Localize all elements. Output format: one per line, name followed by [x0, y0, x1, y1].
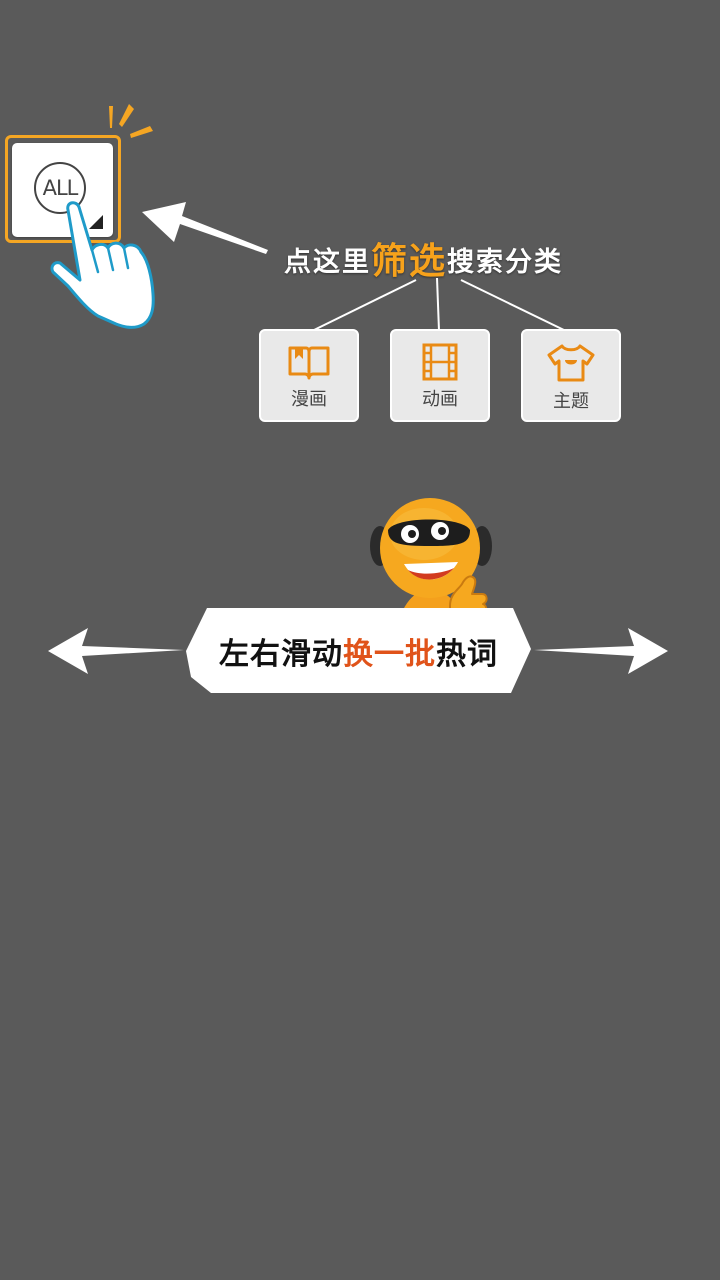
tip-suffix: 搜索分类	[447, 247, 564, 278]
category-label: 动画	[422, 389, 458, 410]
category-card-animation[interactable]: 动画	[390, 329, 490, 422]
all-badge: ALL	[34, 162, 86, 214]
sparkle-icon	[109, 104, 153, 138]
swipe-hint-banner: 左右滑动换一批热词	[185, 607, 532, 694]
category-label: 漫画	[291, 389, 327, 410]
tip-prefix: 点这里	[284, 247, 371, 278]
swipe-suffix: 热词	[436, 636, 498, 672]
book-icon	[288, 346, 330, 380]
pointing-hand-icon	[50, 201, 155, 329]
tip-highlight: 筛选	[371, 241, 448, 282]
arrow-left-icon	[142, 202, 268, 254]
dropdown-corner-icon	[89, 215, 103, 229]
filter-tip-text: 点这里筛选搜索分类	[284, 232, 563, 284]
swipe-prefix: 左右滑动	[219, 636, 343, 672]
swipe-right-arrow-icon	[534, 628, 668, 674]
swipe-highlight: 换一批	[343, 636, 436, 672]
filter-button-highlight-frame	[5, 135, 121, 243]
tshirt-icon	[547, 344, 595, 382]
connector-lines	[311, 277, 567, 332]
filter-all-button[interactable]: ALL	[12, 143, 113, 237]
banner-shape	[186, 608, 531, 693]
category-card-comic[interactable]: 漫画	[259, 329, 359, 422]
swipe-left-arrow-icon	[48, 628, 184, 674]
category-card-theme[interactable]: 主题	[521, 329, 621, 422]
swipe-hint-text: 左右滑动换一批热词	[185, 607, 532, 694]
film-icon	[422, 343, 458, 381]
category-label: 主题	[553, 391, 589, 412]
